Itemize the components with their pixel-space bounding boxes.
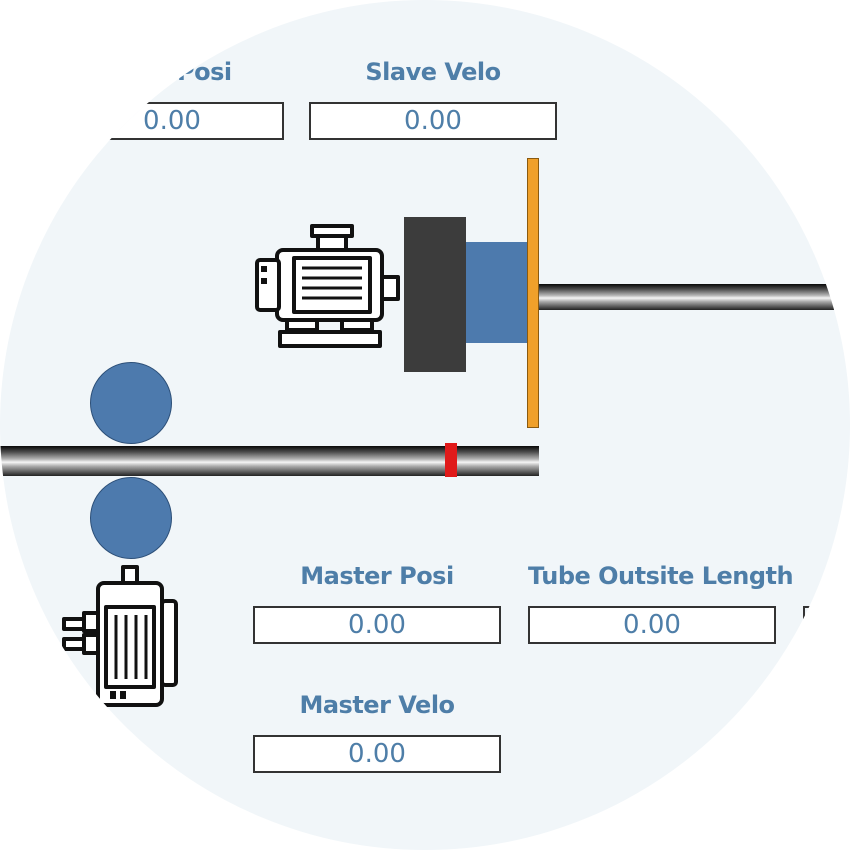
slave-clamp-block <box>404 217 466 372</box>
slave-velo-field[interactable]: 0.00 <box>309 102 557 140</box>
slave-stop-plate <box>527 158 539 428</box>
slave-tube <box>539 284 834 310</box>
slave-clamp-body <box>466 242 532 343</box>
tube-outsite-length-field[interactable]: 0.00 <box>528 606 776 644</box>
master-velo-label: Master Velo <box>299 691 455 719</box>
master-velo-field[interactable]: 0.00 <box>253 735 501 773</box>
slave-motor-icon <box>255 224 400 348</box>
lower-roller <box>90 477 172 559</box>
cut-marker <box>445 443 457 477</box>
clipped-field-edge <box>803 606 833 622</box>
master-tube <box>0 446 539 476</box>
slave-velo-label: Slave Velo <box>365 58 501 86</box>
master-motor-icon <box>62 565 178 707</box>
slave-posi-label: Slave Posi <box>98 58 232 86</box>
master-posi-label: Master Posi <box>300 562 454 590</box>
upper-roller <box>90 362 172 444</box>
slave-posi-field[interactable]: 0.00 <box>60 102 284 140</box>
master-posi-field[interactable]: 0.00 <box>253 606 501 644</box>
tube-outsite-length-label: Tube Outsite Length <box>528 562 794 590</box>
